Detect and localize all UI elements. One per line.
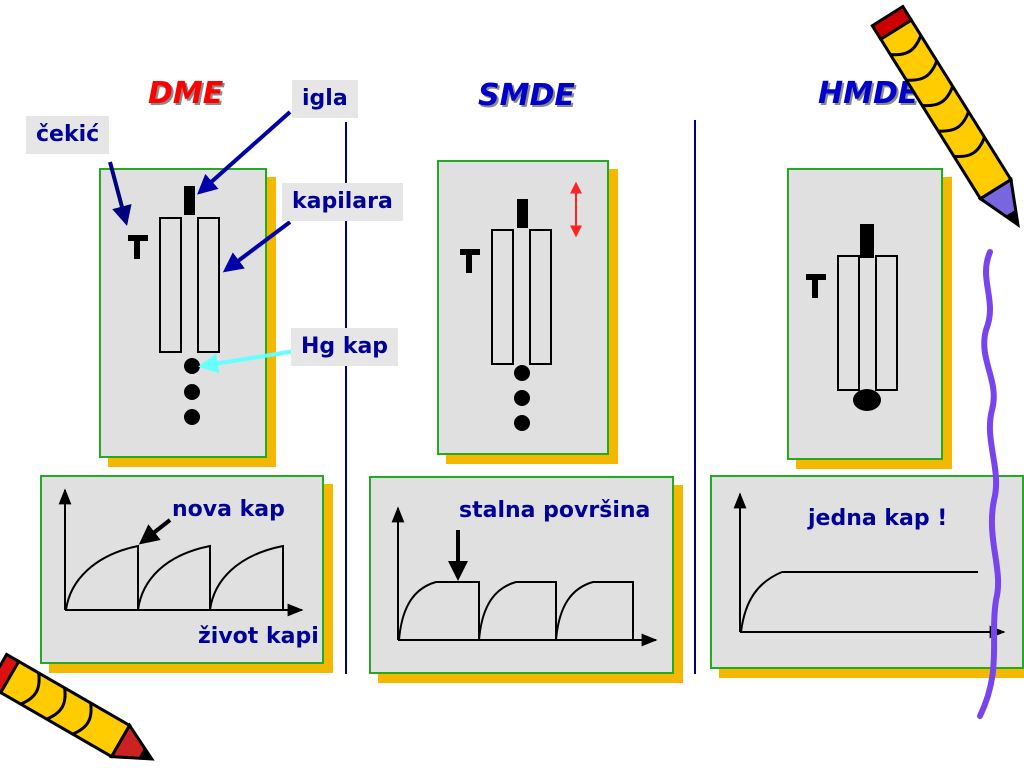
dme-title: DME bbox=[148, 76, 224, 111]
mercury-drop-icon bbox=[514, 365, 530, 381]
smde-needle bbox=[517, 199, 528, 228]
hammer-icon bbox=[460, 249, 480, 273]
smde-capillary-left bbox=[491, 229, 514, 365]
capillary-callout-arrow bbox=[222, 220, 292, 273]
needle-label: igla bbox=[292, 80, 358, 118]
hammer-icon bbox=[806, 274, 826, 298]
dme-electrode bbox=[128, 186, 220, 425]
hmde-capillary-right bbox=[875, 255, 898, 391]
hmde-electrode-panel bbox=[787, 168, 943, 460]
new-drop-label: nova kap bbox=[172, 497, 285, 522]
mercury-drop-icon bbox=[184, 384, 200, 400]
hmde-graph bbox=[733, 492, 1006, 639]
pencil-icon bbox=[0, 652, 155, 761]
divider-right bbox=[694, 120, 696, 674]
dme-needle bbox=[184, 186, 195, 215]
hmde-capillary-left bbox=[837, 255, 860, 391]
hammer-icon bbox=[128, 235, 148, 259]
pencil-icon bbox=[870, 4, 1020, 228]
new-drop-arrow bbox=[138, 518, 172, 545]
smde-electrode bbox=[460, 181, 582, 431]
smde-capillary-right bbox=[529, 229, 552, 365]
hg-drop-label: Hg kap bbox=[291, 328, 399, 366]
dme-graph-panel bbox=[40, 475, 324, 664]
needle-callout-arrow bbox=[197, 110, 292, 195]
dme-current-curve bbox=[65, 544, 284, 611]
dme-graph bbox=[58, 488, 304, 617]
hmde-current-curve bbox=[740, 571, 978, 633]
smde-graph bbox=[391, 506, 658, 647]
hammer-callout-arrow bbox=[108, 161, 132, 226]
drop-life-label: život kapi bbox=[198, 624, 319, 649]
hmde-electrode bbox=[806, 224, 898, 411]
divider-left bbox=[345, 122, 347, 674]
hammer-label: čekić bbox=[26, 116, 110, 154]
mercury-drop-icon bbox=[514, 390, 530, 406]
dme-capillary-right bbox=[197, 217, 220, 353]
drop-callout-arrow bbox=[198, 349, 296, 374]
dme-capillary-left bbox=[159, 217, 182, 353]
smde-title: SMDE bbox=[478, 78, 575, 113]
capillary-label: kapilara bbox=[282, 183, 403, 221]
hmde-title: HMDE bbox=[818, 76, 919, 111]
smde-current-curve bbox=[398, 581, 634, 641]
constant-surface-label: stalna površina bbox=[459, 498, 651, 523]
curly-line-icon bbox=[977, 249, 1002, 719]
hmde-needle bbox=[860, 224, 874, 258]
single-drop-label: jedna kap ! bbox=[808, 506, 948, 531]
mercury-drop-icon bbox=[853, 389, 881, 411]
mercury-drop-icon bbox=[184, 358, 200, 374]
mercury-drop-icon bbox=[184, 409, 200, 425]
mercury-drop-icon bbox=[514, 415, 530, 431]
